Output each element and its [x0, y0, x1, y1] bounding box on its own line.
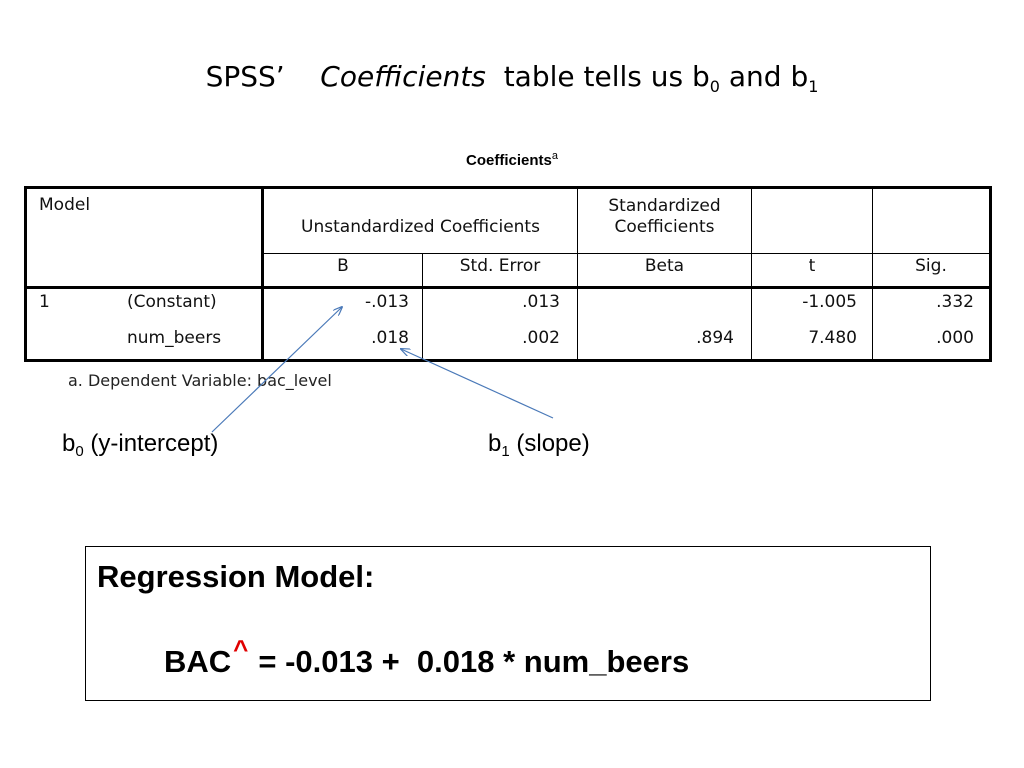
header-divider — [262, 253, 989, 254]
regression-model-box: Regression Model: BAC^ = -0.013 + 0.018 *… — [85, 546, 931, 701]
table-row: (Constant) -.013 .013 -1.005 .332 — [27, 289, 989, 323]
b0-arrow — [211, 307, 342, 433]
row-name: (Constant) — [127, 292, 217, 312]
col-rule-stderr — [577, 189, 578, 359]
cell-b: .018 — [371, 328, 409, 348]
b0-text: (y-intercept) — [83, 430, 219, 457]
model-heading: Regression Model: — [97, 559, 375, 594]
table-row: num_beers .018 .002 .894 7.480 .000 — [27, 325, 989, 359]
col-rule-beta — [751, 189, 752, 359]
header-standardized-line2: Coefficients — [614, 217, 715, 237]
title-emphasis: Coefficients — [320, 60, 486, 93]
coefficients-table: Model Unstandardized Coefficients Standa… — [24, 186, 992, 362]
header-beta: Beta — [644, 256, 685, 276]
header-bottom-rule — [27, 286, 989, 289]
col-rule-b — [422, 253, 423, 359]
b1-label: b1 (slope) — [488, 430, 590, 460]
model-number: 1 — [39, 292, 50, 312]
title-sub1: 1 — [808, 77, 819, 96]
caption-text: Coefficients — [466, 152, 552, 169]
b0-prefix: b — [62, 430, 76, 457]
cell-std-error: .013 — [522, 292, 560, 312]
header-std-error: Std. Error — [459, 256, 541, 276]
slide-title: SPSS’ Coefficients table tells us b0 and… — [0, 60, 1024, 96]
hat-symbol: ^ — [233, 634, 249, 664]
cell-t: -1.005 — [802, 292, 857, 312]
header-unstandardized: Unstandardized Coefficients — [301, 217, 540, 237]
header-standardized-line1: Standardized — [608, 196, 721, 216]
cell-b: -.013 — [365, 292, 409, 312]
b1-arrow — [401, 349, 554, 419]
table-caption: Coefficientsa — [0, 150, 1024, 169]
caption-marker: a — [551, 150, 558, 162]
equation-lhs: BAC — [164, 644, 232, 679]
b0-sub: 0 — [75, 443, 84, 460]
b1-prefix: b — [488, 430, 502, 457]
header-standardized: Standardized Coefficients — [578, 196, 751, 238]
header-sig: Sig. — [915, 256, 947, 276]
cell-sig: .000 — [936, 328, 974, 348]
table-footnote: a. Dependent Variable: bac_level — [68, 371, 332, 390]
model-column-rule — [261, 189, 264, 359]
header-b: B — [337, 256, 349, 276]
b0-label: b0 (y-intercept) — [62, 430, 219, 460]
title-middle: table tells us b — [503, 60, 710, 93]
title-prefix: SPSS’ — [205, 60, 285, 93]
col-rule-t — [872, 189, 873, 359]
b1-sub: 1 — [501, 443, 510, 460]
title-sub0: 0 — [709, 77, 720, 96]
header-t: t — [808, 256, 816, 276]
b1-text: (slope) — [509, 430, 590, 457]
row-name: num_beers — [127, 328, 222, 348]
model-equation: BAC^ = -0.013 + 0.018 * num_beers — [164, 634, 690, 680]
cell-beta: .894 — [696, 328, 734, 348]
cell-std-error: .002 — [522, 328, 560, 348]
cell-t: 7.480 — [808, 328, 857, 348]
header-model: Model — [39, 195, 91, 215]
cell-sig: .332 — [936, 292, 974, 312]
equation-rhs: = -0.013 + 0.018 * num_beers — [258, 644, 690, 679]
title-and: and b — [719, 60, 809, 93]
